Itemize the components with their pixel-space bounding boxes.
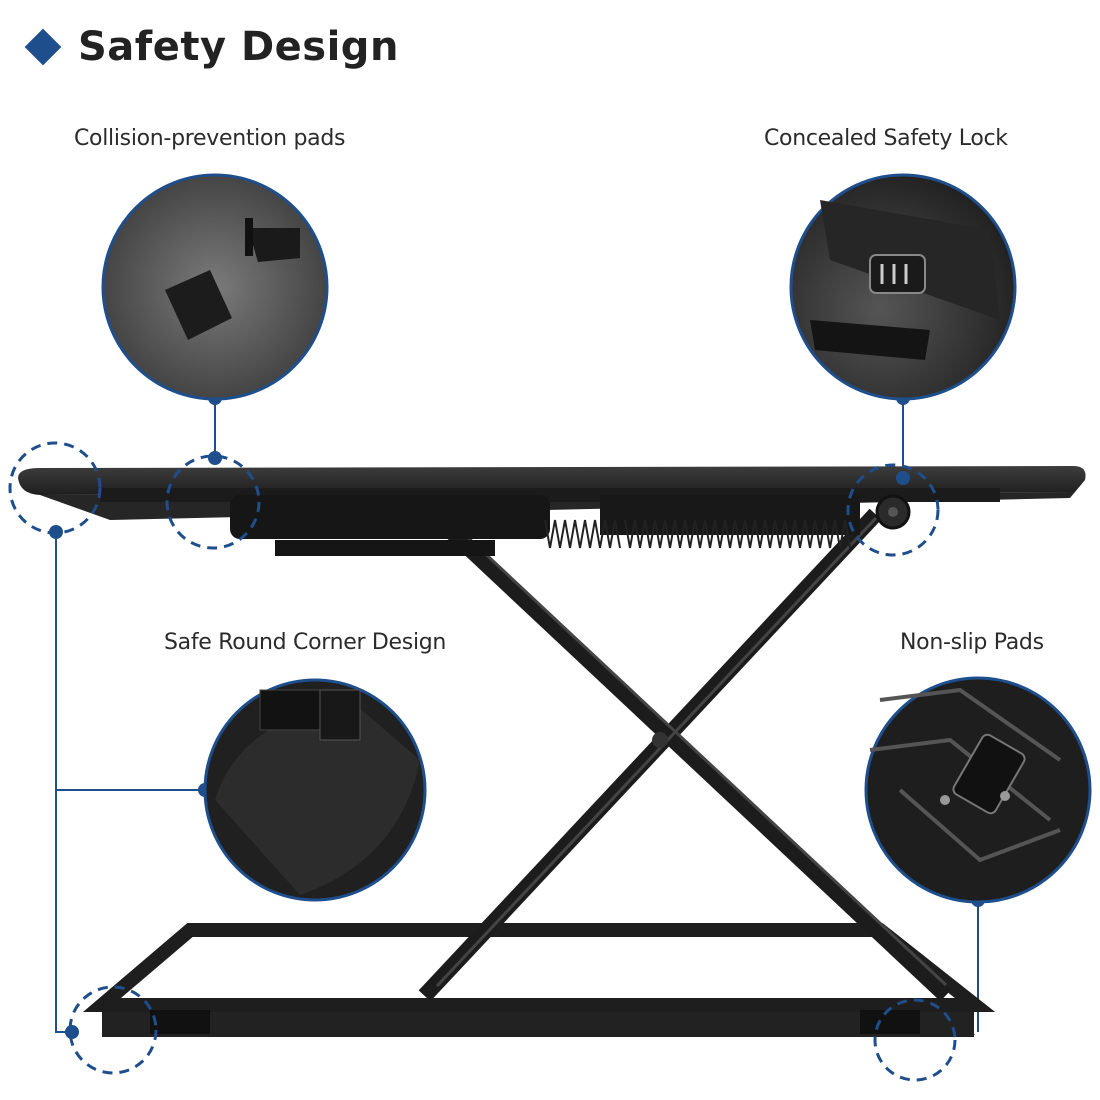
base-frame (82, 923, 996, 1037)
x-pivot (652, 732, 668, 748)
label-non-slip-pads: Non-slip Pads (900, 630, 1044, 655)
title-row: Safety Design (24, 24, 399, 70)
detail-non-slip-pads (864, 676, 1092, 904)
page-title: Safety Design (78, 24, 399, 70)
label-collision-prevention-pads: Collision-prevention pads (74, 126, 346, 151)
label-safe-round-corner-design: Safe Round Corner Design (164, 630, 447, 655)
springs (544, 519, 851, 549)
label-concealed-safety-lock: Concealed Safety Lock (764, 126, 1008, 151)
x-legs (418, 508, 952, 1002)
detail-safety-lock (789, 173, 1017, 401)
detail-collision-pads (101, 173, 329, 401)
detail-round-corner (203, 678, 427, 902)
desk-top (18, 466, 1086, 556)
x-legs-highlight (435, 516, 948, 988)
highlight-circles (8, 441, 957, 1082)
